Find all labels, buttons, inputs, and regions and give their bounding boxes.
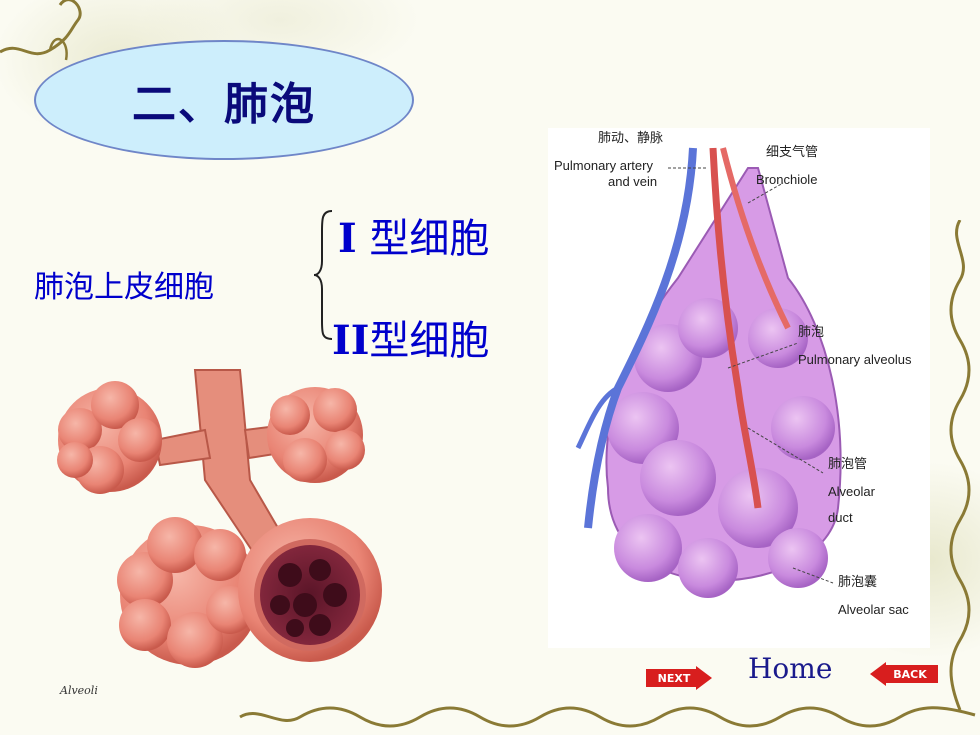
label-sac-en: Alveolar sac	[838, 602, 909, 617]
type-one-cell: I 型细胞	[338, 206, 489, 264]
type-two-cell: II型细胞	[332, 308, 489, 366]
home-link[interactable]: Home	[748, 652, 833, 685]
back-arrow-icon	[870, 662, 938, 686]
label-sac-cn: 肺泡囊	[838, 574, 878, 589]
type-two-label: 型细胞	[369, 318, 490, 364]
label-duct-en-2: duct	[828, 510, 853, 525]
back-button-label: BACK	[893, 667, 927, 681]
label-artery-en-2: and vein	[608, 174, 658, 189]
vine-decoration-top	[0, 0, 82, 61]
next-button[interactable]: NEXT	[646, 666, 712, 690]
title-banner: 二、肺泡	[34, 40, 414, 160]
alveoli-caption: Alveoli	[60, 684, 98, 697]
alveolar-structure-diagram: 肺动、静脉 Pulmonary artery and vein 细支气管 Bro…	[548, 128, 930, 648]
vine-decoration-bottom	[239, 706, 976, 728]
alveoli-illustration	[57, 369, 382, 668]
label-duct-cn: 肺泡管	[828, 456, 868, 471]
label-alveolus-en: Pulmonary alveolus	[798, 352, 912, 367]
label-bronchiole-en: Bronchiole	[756, 172, 818, 187]
label-alveolus-cn: 肺泡	[798, 324, 825, 339]
type-two-numeral: II	[332, 317, 370, 364]
vine-decoration-right	[949, 220, 971, 711]
type-one-numeral: I	[338, 215, 357, 262]
next-button-label: NEXT	[657, 671, 691, 685]
alveolar-structure-drawing	[575, 147, 842, 598]
next-arrow-icon	[646, 666, 712, 690]
label-bronchiole-cn: 细支气管	[766, 144, 819, 159]
label-artery-cn: 肺动、静脉	[598, 130, 664, 145]
label-artery-en-1: Pulmonary artery	[554, 158, 653, 173]
slide-title: 二、肺泡	[132, 79, 316, 130]
label-duct-en-1: Alveolar	[828, 484, 875, 499]
alveolar-epithelium-label: 肺泡上皮细胞	[34, 270, 214, 305]
back-button[interactable]: BACK	[870, 662, 938, 686]
brace-icon	[313, 210, 333, 340]
type-one-label: 型细胞	[356, 216, 490, 262]
